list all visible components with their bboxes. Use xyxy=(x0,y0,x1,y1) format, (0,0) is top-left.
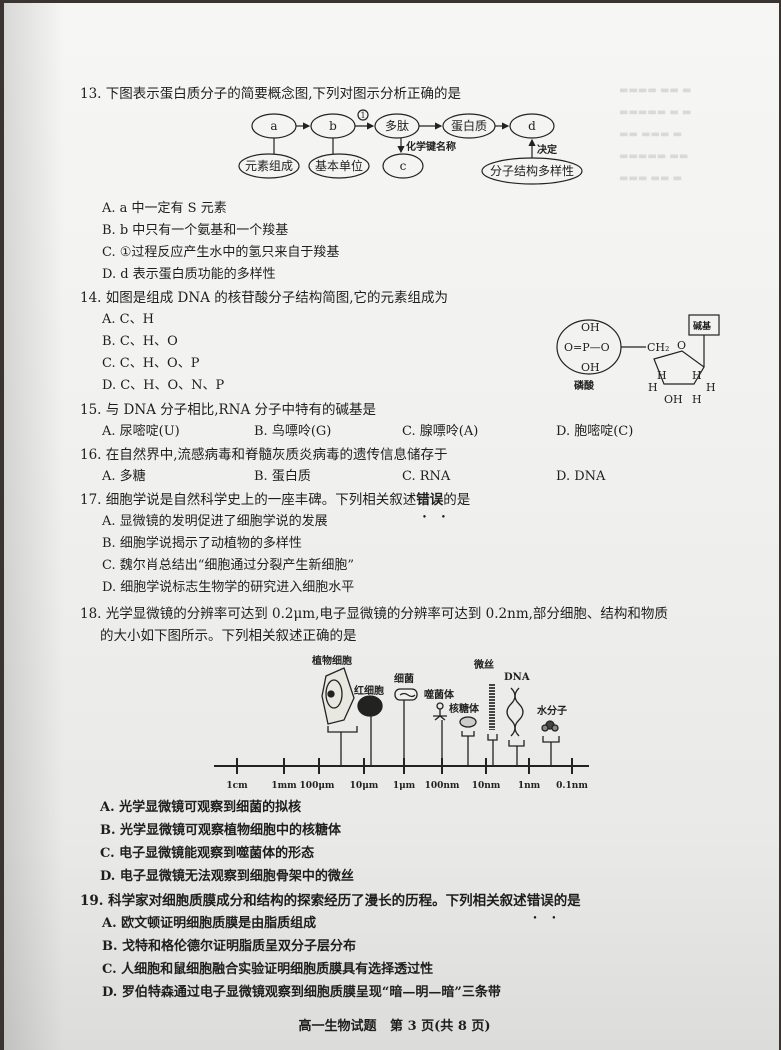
label-microfilament: 微丝 xyxy=(473,658,494,671)
q15-option-a: A. 尿嘧啶(U) xyxy=(102,424,180,439)
footer-page-number: 第 3 页(共 8 页) xyxy=(390,1019,491,1034)
q18-option-a: A. 光学显微镜可观察到细菌的拟核 xyxy=(100,800,302,815)
q19-stem-end: 的是 xyxy=(553,893,581,909)
q19-stem-text: 19. 科学家对细胞质膜成分和结构的探索经历了漫长的历程。下列相关叙述 xyxy=(80,893,527,909)
q13-option-c: C. ①过程反应产生水中的氢只来自于羧基 xyxy=(102,245,340,260)
q16-option-d: D. DNA xyxy=(556,469,606,484)
label-dna: DNA xyxy=(504,672,530,683)
node-unit: 基本单位 xyxy=(315,158,363,173)
h-label: H xyxy=(657,369,667,382)
label-plant-cell: 植物细胞 xyxy=(311,654,352,667)
label-bacterium: 细菌 xyxy=(394,672,414,685)
q13-option-d: D. d 表示蛋白质功能的多样性 xyxy=(102,267,276,282)
page-footer: 高一生物试题 第 3 页(共 8 页) xyxy=(4,1015,781,1034)
node-protein: 蛋白质 xyxy=(451,118,487,133)
node-c: c xyxy=(400,159,407,173)
node-b: b xyxy=(329,119,337,133)
q15-stem: 15. 与 DNA 分子相比,RNA 分子中特有的碱基是 xyxy=(80,402,377,418)
label-phage: 噬菌体 xyxy=(424,688,455,701)
q15-option-b: B. 鸟嘌呤(G) xyxy=(254,424,332,439)
q13-stem: 13. 下图表示蛋白质分子的简要概念图,下列对图示分析正确的是 xyxy=(80,86,462,102)
q18-option-d: D. 电子显微镜无法观察到细胞骨架中的微丝 xyxy=(100,869,354,884)
q17-stem-end: 的是 xyxy=(443,492,471,508)
q14-stem: 14. 如图是组成 DNA 的核苷酸分子结构简图,它的元素组成为 xyxy=(80,290,449,306)
q16-stem: 16. 在自然界中,流感病毒和脊髓灰质炎病毒的遗传信息储存于 xyxy=(80,447,448,463)
bleed-through-text: ▬▬▬ ▬▬ ▬ xyxy=(619,173,683,184)
q14-nucleotide-diagram: OH O=P—O OH 磷酸 CH₂ O 碱基 H H H H H OH xyxy=(556,314,720,406)
q14-option-b: B. C、H、O xyxy=(102,334,178,349)
q15-option-c: C. 腺嘌呤(A) xyxy=(402,424,479,439)
exam-page: ▬▬▬▬ ▬▬ ▬ ▬▬▬▬▬ ▬ ▬ ▬▬ ▬▬▬ ▬ ▬▬▬▬▬ ▬▬ ▬▬… xyxy=(4,3,779,1050)
oh-bottom: OH xyxy=(581,361,600,374)
q19-option-d: D. 罗伯特森通过电子显微镜观察到细胞质膜呈现“暗—明—暗”三条带 xyxy=(102,985,501,1000)
h-label: H xyxy=(706,381,716,394)
base-label: 碱基 xyxy=(693,320,712,332)
h-label: H xyxy=(692,393,702,406)
h-label: H xyxy=(648,381,658,394)
tick-1nm: 1nm xyxy=(518,781,541,791)
q18-stem-line2: 的大小如下图所示。下列相关叙述正确的是 xyxy=(100,628,357,644)
tick-10um: 10μm xyxy=(350,781,379,791)
q16-option-a: A. 多糖 xyxy=(102,469,146,484)
q17-stem-text: 17. 细胞学说是自然科学史上的一座丰碑。下列相关叙述 xyxy=(80,492,417,508)
q17-option-c: C. 魏尔肖总结出“细胞通过分裂产生新细胞” xyxy=(102,558,355,573)
bond-name-label: 化学键名称 xyxy=(406,140,456,153)
tick-100um: 100μm xyxy=(300,781,335,791)
label-ribosome: 核糖体 xyxy=(449,702,480,715)
q17-option-a: A. 显微镜的发明促进了细胞学说的发展 xyxy=(102,514,328,529)
label-red-blood-cell: 红细胞 xyxy=(354,684,384,697)
determines-label: 决定 xyxy=(537,143,557,156)
phosphate-label: 磷酸 xyxy=(574,379,595,392)
bleed-through-text: ▬▬▬▬▬ ▬▬ xyxy=(619,151,689,162)
q14-option-a: A. C、H xyxy=(102,312,154,327)
bleed-through-text: ▬▬ ▬▬▬ ▬ xyxy=(619,129,683,140)
q16-option-b: B. 蛋白质 xyxy=(254,469,311,484)
o-p-o: O=P—O xyxy=(564,341,610,354)
tick-1um: 1μm xyxy=(393,781,416,791)
q18-size-scale-diagram: 1cm 1mm 100μm 10μm 1μm 100nm 10nm 1nm 0.… xyxy=(214,654,589,791)
step1-label: 1 xyxy=(360,111,365,120)
q16-option-c: C. RNA xyxy=(402,469,451,484)
q19-emphasis: 错误 xyxy=(527,893,554,909)
node-diversity: 分子结构多样性 xyxy=(490,163,574,178)
node-d: d xyxy=(528,119,536,133)
h-label: H xyxy=(692,369,702,382)
tick-1cm: 1cm xyxy=(226,781,248,791)
q17-option-b: B. 细胞学说揭示了动植物的多样性 xyxy=(102,536,302,551)
node-a: a xyxy=(270,119,277,133)
node-polypeptide: 多肽 xyxy=(385,118,409,133)
tick-0.1nm: 0.1nm xyxy=(556,781,588,791)
q13-protein-concept-diagram: a b 多肽 蛋白质 d 元素组成 基本单位 c 分子结构多样性 1 化学键名称… xyxy=(238,109,583,185)
q13-option-b: B. b 中只有一个氨基和一个羧基 xyxy=(102,223,289,238)
bleed-through-text: ▬▬▬▬▬ ▬ ▬ xyxy=(619,107,692,118)
label-water-molecule: 水分子 xyxy=(536,704,567,717)
bleed-through-text: ▬▬▬▬ ▬▬ ▬ xyxy=(619,85,692,96)
q19-option-c: C. 人细胞和鼠细胞融合实验证明细胞质膜具有选择透过性 xyxy=(102,962,434,977)
q14-option-d: D. C、H、O、N、P xyxy=(102,378,225,393)
q13-option-a: A. a 中一定有 S 元素 xyxy=(102,201,227,216)
tick-1mm: 1mm xyxy=(271,781,297,791)
q19-option-b: B. 戈特和格伦德尔证明脂质呈双分子层分布 xyxy=(102,939,357,954)
ring-o: O xyxy=(677,339,686,352)
q14-option-c: C. C、H、O、P xyxy=(102,356,200,371)
q18-option-b: B. 光学显微镜可观察植物细胞中的核糖体 xyxy=(100,823,342,838)
q19-stem: 19. 科学家对细胞质膜成分和结构的探索经历了漫长的历程。下列相关叙述错误的是 xyxy=(80,890,581,912)
q17-stem: 17. 细胞学说是自然科学史上的一座丰碑。下列相关叙述错误的是 xyxy=(80,489,470,511)
q17-option-d: D. 细胞学说标志生物学的研究进入细胞水平 xyxy=(102,580,355,595)
tick-10nm: 10nm xyxy=(472,781,501,791)
q17-emphasis: 错误 xyxy=(416,492,443,508)
q19-option-a: A. 欧文顿证明细胞质膜是由脂质组成 xyxy=(102,916,317,931)
tick-100nm: 100nm xyxy=(425,781,460,791)
oh-top: OH xyxy=(581,321,600,334)
q15-option-d: D. 胞嘧啶(C) xyxy=(556,424,634,439)
q18-option-c: C. 电子显微镜能观察到噬菌体的形态 xyxy=(100,846,315,861)
ch2-label: CH₂ xyxy=(647,341,669,354)
q18-stem-line1: 18. 光学显微镜的分辨率可达到 0.2μm,电子显微镜的分辨率可达到 0.2n… xyxy=(80,606,668,622)
node-element: 元素组成 xyxy=(245,159,293,173)
oh-label: OH xyxy=(664,393,683,406)
footer-subject: 高一生物试题 xyxy=(298,1019,377,1034)
